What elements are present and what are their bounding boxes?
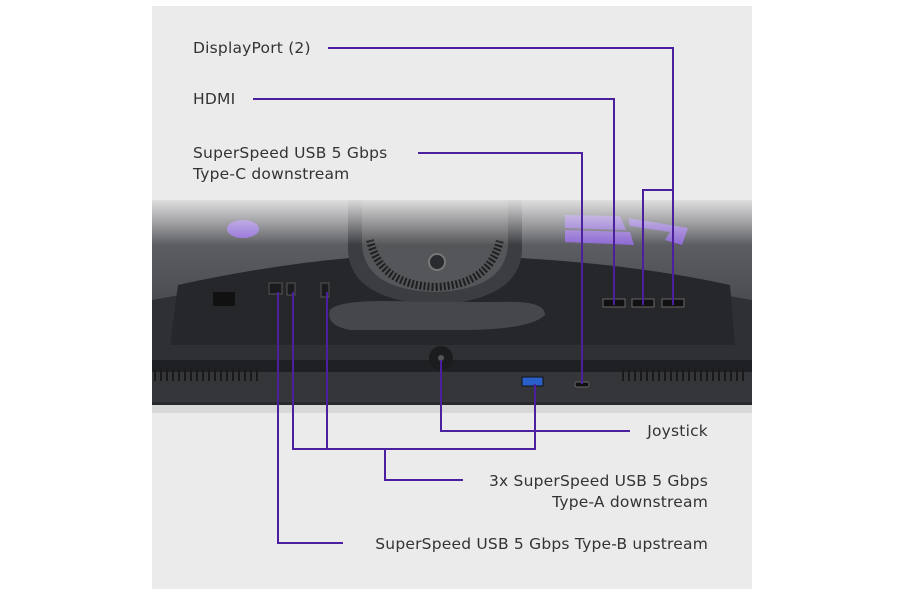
usb-b-leader	[277, 292, 343, 544]
label-usb-a-line1: 3x SuperSpeed USB 5 Gbps	[489, 472, 708, 490]
usb-a-port-2	[320, 282, 330, 298]
usb-a-port-3	[521, 376, 544, 387]
leader-lines	[253, 47, 674, 544]
label-usb-c: SuperSpeed USB 5 Gbps Type-C downstream	[193, 143, 387, 185]
monitor-illustration	[152, 47, 752, 544]
label-usb-a: 3x SuperSpeed USB 5 Gbps Type-A downstre…	[489, 471, 708, 513]
label-joystick: Joystick	[647, 422, 708, 440]
diagram-panel: DisplayPort (2) HDMI SuperSpeed USB 5 Gb…	[152, 6, 752, 589]
hdmi-leader	[253, 98, 615, 305]
label-usb-b: SuperSpeed USB 5 Gbps Type-B upstream	[375, 535, 708, 553]
usb-a-leader	[292, 292, 536, 450]
vent-left	[154, 369, 258, 381]
label-displayport: DisplayPort (2)	[193, 39, 311, 57]
label-usb-c-line2: Type-C downstream	[193, 165, 350, 183]
usb-a-port-1	[286, 282, 296, 296]
label-usb-c-line1: SuperSpeed USB 5 Gbps	[193, 144, 388, 162]
usb-c-leader	[418, 152, 583, 384]
usb-b-port	[268, 282, 283, 295]
label-hdmi: HDMI	[193, 90, 236, 108]
label-usb-a-line2: Type-A downstream	[552, 493, 708, 511]
vent-right	[622, 369, 744, 381]
power-port	[213, 292, 235, 306]
joystick-leader	[440, 360, 630, 432]
displayport-leader	[328, 47, 674, 305]
